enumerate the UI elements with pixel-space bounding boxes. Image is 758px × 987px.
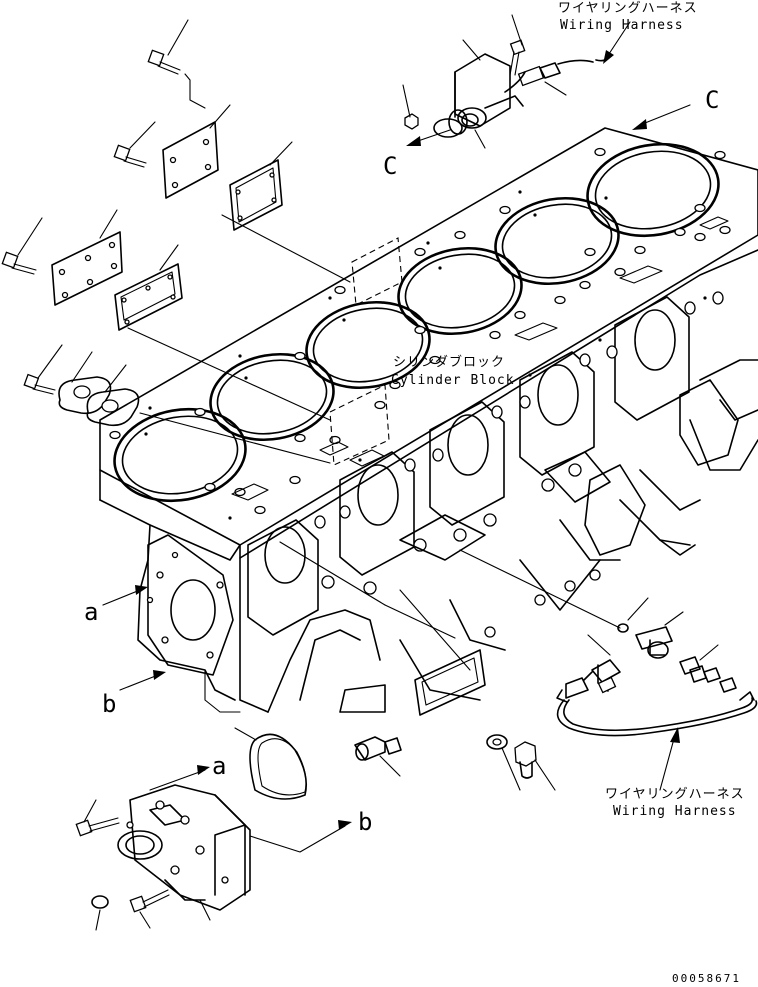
flange-bolt bbox=[23, 373, 56, 395]
wiring-harness-cable bbox=[556, 677, 758, 737]
ref-a-left: a bbox=[84, 598, 98, 626]
part-number: 00058671 bbox=[672, 972, 741, 985]
lower-cover-gasket bbox=[414, 649, 486, 716]
drain-plug bbox=[514, 741, 537, 779]
block-end-flange bbox=[146, 534, 234, 676]
flange-gasket-assembly bbox=[23, 344, 140, 427]
sensor-nut bbox=[404, 113, 419, 130]
side-cover-plate-2 bbox=[51, 231, 123, 306]
sensor-bolt bbox=[509, 39, 526, 76]
flange-plate bbox=[58, 376, 112, 415]
wiring-harness-top-jp: ワイヤリングハーネス bbox=[558, 1, 698, 16]
ref-c-left: C bbox=[383, 152, 397, 180]
ref-b-bottom: b bbox=[358, 808, 372, 836]
ref-a-bottom: a bbox=[212, 752, 226, 780]
cylinder-block-en: Cylinder Block bbox=[391, 373, 515, 388]
sensor-connector bbox=[504, 57, 609, 93]
block-end-face bbox=[137, 524, 236, 701]
temp-sensor bbox=[679, 656, 721, 683]
side-cover-gasket-2 bbox=[114, 263, 183, 331]
housing-body bbox=[129, 784, 251, 911]
sensor-gasket bbox=[433, 118, 463, 138]
cover-bolt-mid bbox=[113, 144, 147, 168]
o-ring-small bbox=[617, 623, 629, 633]
wiring-harness-bottom-en: Wiring Harness bbox=[613, 804, 737, 819]
side-cover-plate bbox=[162, 121, 219, 199]
text-labels: ワイヤリングハーネス Wiring Harness シリンダブロック Cylin… bbox=[84, 1, 745, 985]
projection-lines bbox=[127, 214, 621, 671]
housing-bolt-2 bbox=[129, 889, 170, 913]
deck-slots bbox=[231, 216, 729, 501]
plug-washer bbox=[486, 734, 508, 750]
block-plugs bbox=[314, 291, 724, 638]
cover-bolt-top bbox=[147, 49, 181, 75]
housing-assembly bbox=[75, 727, 402, 931]
cylinder-block bbox=[99, 127, 758, 713]
tee-adapter bbox=[635, 626, 673, 659]
lower-cover-plug bbox=[414, 649, 556, 791]
elbow-fitting bbox=[354, 736, 402, 761]
block-side-ports bbox=[247, 296, 739, 636]
side-cover-assembly-1 bbox=[113, 19, 293, 231]
side-cover-gasket bbox=[229, 159, 283, 231]
flange-gasket bbox=[86, 388, 140, 427]
block-front-face bbox=[239, 544, 269, 713]
cylinder-block-jp: シリンダブロック bbox=[393, 354, 505, 370]
housing-o-ring bbox=[91, 895, 109, 909]
sensor-assembly-right bbox=[556, 597, 758, 791]
cover-bolt-left bbox=[1, 251, 37, 275]
housing-bolt-1 bbox=[75, 817, 120, 837]
ref-b-left: b bbox=[102, 690, 116, 718]
sensor-bracket bbox=[454, 53, 511, 127]
sensor-assembly-top bbox=[402, 14, 691, 149]
cylinder-bores bbox=[113, 142, 720, 503]
wiring-harness-top-en: Wiring Harness bbox=[560, 18, 684, 33]
ref-c-right: C bbox=[705, 86, 719, 114]
side-cover-assembly-2 bbox=[1, 209, 183, 331]
pressure-sensor bbox=[583, 659, 621, 694]
wiring-harness-bottom-jp: ワイヤリングハーネス bbox=[605, 787, 745, 802]
deck-bolt-holes bbox=[109, 147, 731, 520]
